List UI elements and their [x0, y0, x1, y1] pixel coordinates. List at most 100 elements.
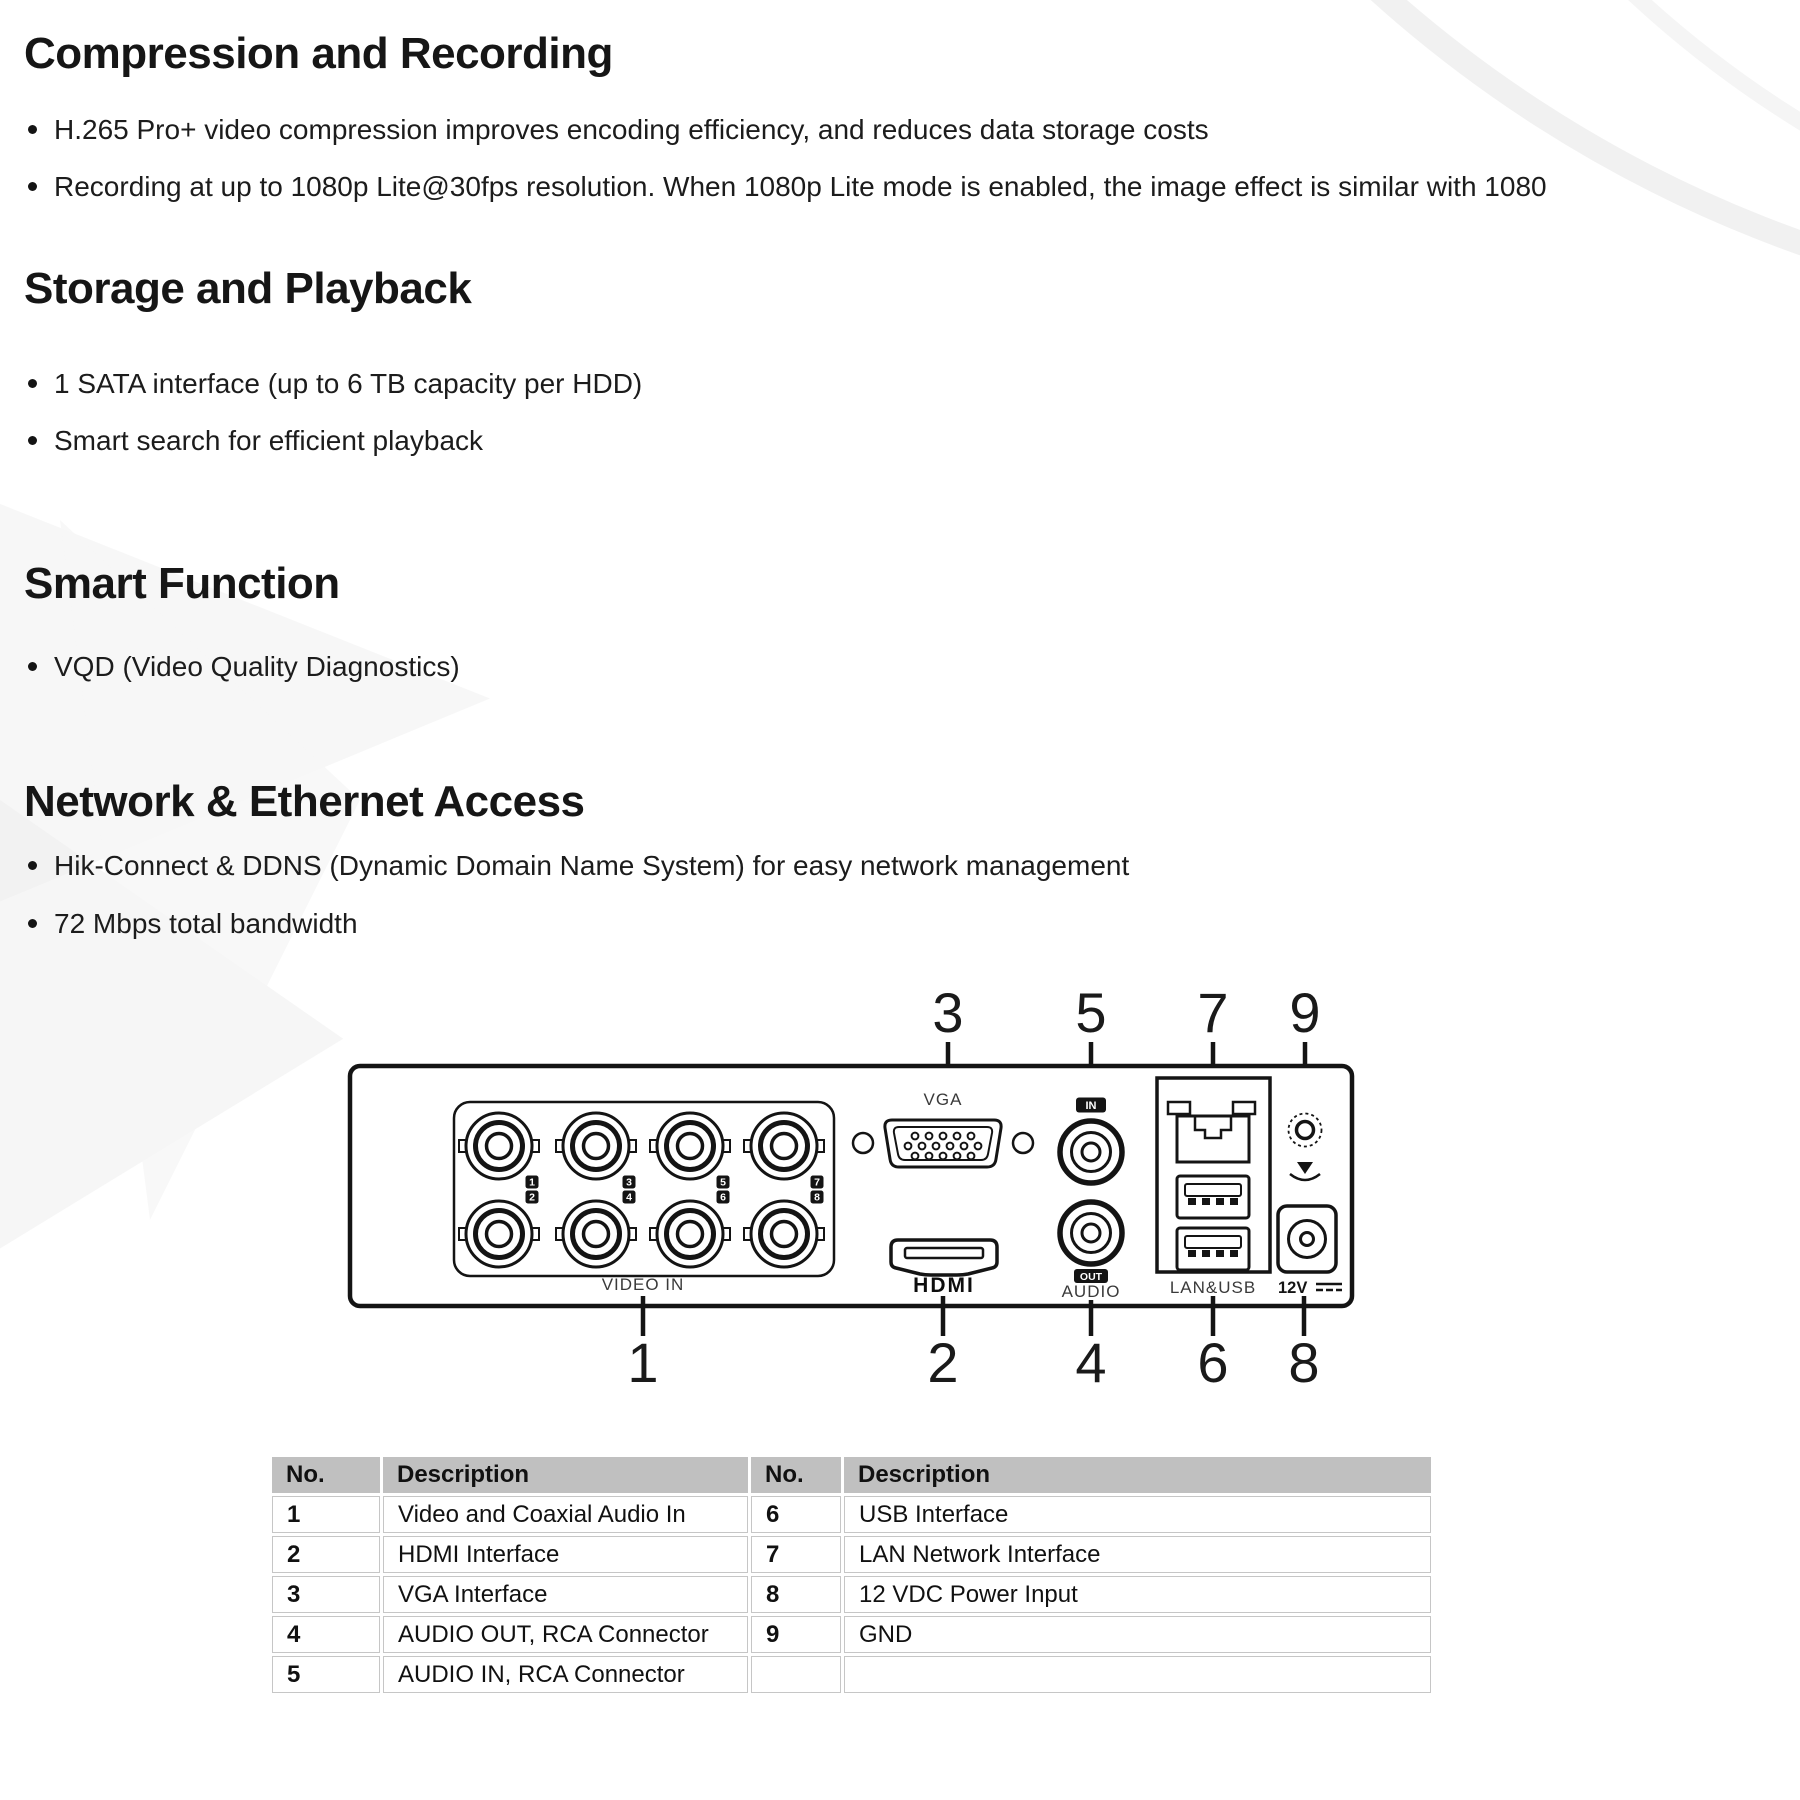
background-arc	[950, 0, 1800, 328]
interface-description-table: No. Description No. Description 1 Video …	[269, 1454, 1434, 1696]
bnc-connector	[458, 1199, 540, 1269]
cell-no: 8	[751, 1576, 841, 1613]
callout-number-4: 4	[1075, 1331, 1106, 1394]
cell-no: 6	[751, 1496, 841, 1533]
bnc-connector	[649, 1199, 731, 1269]
bullet-item: 1 SATA interface (up to 6 TB capacity pe…	[26, 367, 642, 401]
callout-number-7: 7	[1197, 990, 1228, 1044]
power-label: 12V	[1278, 1279, 1307, 1297]
bullet-text: H.265 Pro+ video compression improves en…	[54, 114, 1209, 145]
bullet-dot	[28, 861, 37, 870]
bullet-dot	[28, 436, 37, 445]
column-header-description: Description	[844, 1457, 1431, 1493]
bullet-dot	[28, 182, 37, 191]
bullet-item: Smart search for efficient playback	[26, 424, 483, 458]
audio-label: AUDIO	[1062, 1282, 1121, 1301]
table-row: 2 HDMI Interface 7 LAN Network Interface	[272, 1536, 1431, 1573]
table-row: 5 AUDIO IN, RCA Connector	[272, 1656, 1431, 1693]
power-jack: 12V	[1276, 1204, 1342, 1297]
bnc-connector	[458, 1111, 540, 1181]
column-header-no: No.	[272, 1457, 380, 1493]
dc-symbol-icon	[1316, 1282, 1342, 1292]
bullet-item: VQD (Video Quality Diagnostics)	[26, 650, 460, 684]
column-header-description: Description	[383, 1457, 748, 1493]
svg-text:8: 8	[814, 1192, 820, 1204]
bullet-dot	[28, 919, 37, 928]
vga-screw	[1011, 1131, 1035, 1155]
bullet-text: 1 SATA interface (up to 6 TB capacity pe…	[54, 368, 643, 399]
section-heading-compression: Compression and Recording	[24, 29, 613, 78]
audio-out-rca: OUT AUDIO	[1057, 1199, 1125, 1301]
rj45-port	[1166, 1100, 1257, 1164]
bnc-connector	[743, 1199, 825, 1269]
callout-number-1: 1	[627, 1331, 658, 1394]
bnc-connector	[649, 1111, 731, 1181]
callouts-bottom: 1 2 4 6 8	[627, 1296, 1320, 1394]
section-heading-smart: Smart Function	[24, 559, 340, 608]
bullet-text: Hik-Connect & DDNS (Dynamic Domain Name …	[54, 850, 1130, 881]
cell-no	[751, 1656, 841, 1693]
column-header-no: No.	[751, 1457, 841, 1493]
bullet-item: Hik-Connect & DDNS (Dynamic Domain Name …	[26, 849, 1129, 883]
audio-in-badge	[1076, 1097, 1106, 1113]
cell-description: GND	[844, 1616, 1431, 1653]
bullet-dot	[28, 662, 37, 671]
vga-pins	[903, 1131, 983, 1161]
video-in-group: 1 2 3 4 5 6 7 8 VIDEO IN	[452, 1100, 836, 1294]
svg-text:6: 6	[720, 1192, 726, 1204]
table-row: 1 Video and Coaxial Audio In 6 USB Inter…	[272, 1496, 1431, 1533]
section-heading-storage: Storage and Playback	[24, 264, 472, 313]
gnd-screw	[1287, 1112, 1323, 1182]
bullet-dot	[28, 379, 37, 388]
bnc-channel-badges: 1 2 3 4 5 6 7 8	[525, 1175, 824, 1204]
hdmi-port: HDMI	[889, 1238, 999, 1297]
table-header-row: No. Description No. Description	[272, 1457, 1431, 1493]
lan-usb-label: LAN&USB	[1170, 1278, 1256, 1297]
usb-port	[1175, 1174, 1251, 1220]
audio-in-rca: IN	[1057, 1097, 1125, 1186]
svg-text:7: 7	[814, 1177, 820, 1189]
callout-number-8: 8	[1288, 1331, 1319, 1394]
cell-no: 3	[272, 1576, 380, 1613]
cell-description: 12 VDC Power Input	[844, 1576, 1431, 1613]
lan-usb-block: LAN&USB	[1155, 1076, 1272, 1297]
table-row: 3 VGA Interface 8 12 VDC Power Input	[272, 1576, 1431, 1613]
callout-number-3: 3	[932, 990, 963, 1044]
cell-no: 7	[751, 1536, 841, 1573]
callout-number-5: 5	[1075, 990, 1106, 1044]
svg-text:2: 2	[529, 1192, 535, 1204]
cell-no: 1	[272, 1496, 380, 1533]
bullet-text: 72 Mbps total bandwidth	[54, 908, 358, 939]
vga-screw	[851, 1131, 875, 1155]
svg-text:1: 1	[529, 1177, 535, 1189]
bullet-item: Recording at up to 1080p Lite@30fps reso…	[26, 170, 1547, 204]
bnc-connector	[555, 1111, 637, 1181]
callout-number-2: 2	[927, 1331, 958, 1394]
svg-text:3: 3	[626, 1177, 632, 1189]
cell-description: Video and Coaxial Audio In	[383, 1496, 748, 1533]
cell-description	[844, 1656, 1431, 1693]
cell-description: USB Interface	[844, 1496, 1431, 1533]
bullet-text: Recording at up to 1080p Lite@30fps reso…	[54, 171, 1547, 202]
bullet-dot	[28, 125, 37, 134]
usb-port	[1175, 1226, 1251, 1272]
svg-text:5: 5	[720, 1177, 726, 1189]
rear-panel-diagram: 3 5 7 9	[347, 990, 1355, 1394]
bnc-connector	[555, 1199, 637, 1269]
callout-number-9: 9	[1289, 990, 1320, 1044]
bullet-item: H.265 Pro+ video compression improves en…	[26, 113, 1209, 147]
bullet-item: 72 Mbps total bandwidth	[26, 907, 358, 941]
svg-text:OUT: OUT	[1080, 1271, 1103, 1283]
video-in-label: VIDEO IN	[602, 1275, 685, 1294]
cell-description: AUDIO OUT, RCA Connector	[383, 1616, 748, 1653]
cell-description: LAN Network Interface	[844, 1536, 1431, 1573]
callout-number-6: 6	[1197, 1331, 1228, 1394]
vga-port: VGA	[851, 1090, 1035, 1169]
cell-description: VGA Interface	[383, 1576, 748, 1613]
hdmi-logo: HDMI	[913, 1274, 975, 1297]
cell-no: 4	[272, 1616, 380, 1653]
cell-no: 9	[751, 1616, 841, 1653]
audio-out-badge	[1074, 1269, 1108, 1283]
cell-no: 2	[272, 1536, 380, 1573]
cell-description: HDMI Interface	[383, 1536, 748, 1573]
